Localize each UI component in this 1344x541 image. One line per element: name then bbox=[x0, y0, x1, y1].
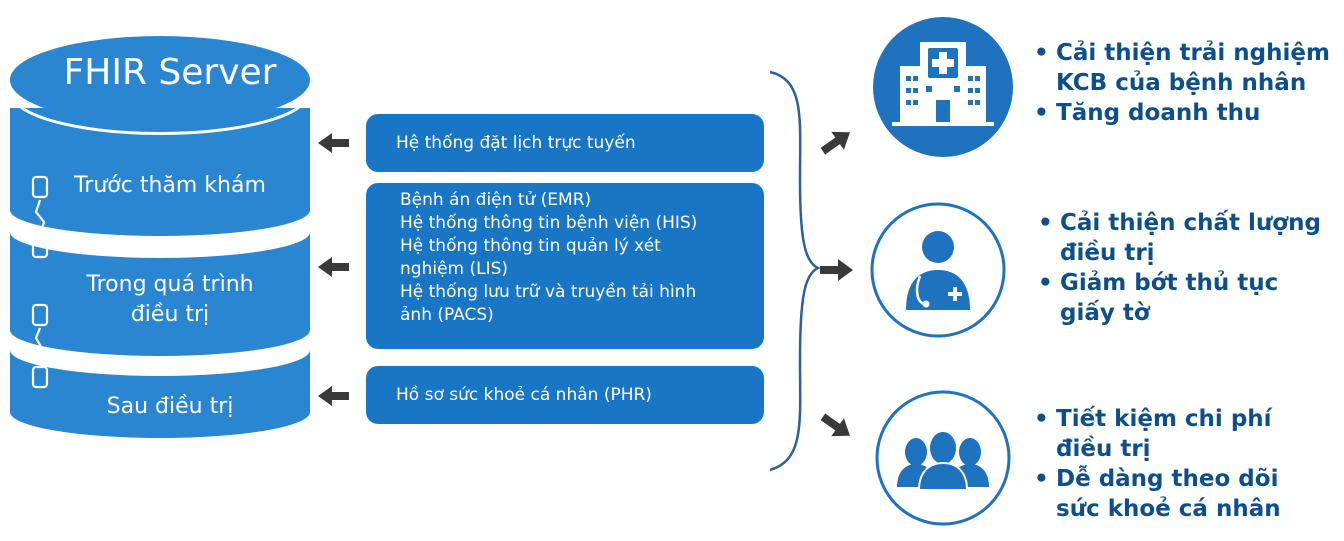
system-line-his: Hệ thống thông tin bệnh viện (HIS) bbox=[400, 213, 698, 233]
db-segment-after bbox=[10, 350, 310, 438]
system-box-clinical-systems: Bệnh án điện tử (EMR) Hệ thống thông tin… bbox=[366, 183, 764, 349]
db-segment-during bbox=[10, 232, 310, 356]
fhir-server-title: FHIR Server bbox=[63, 52, 277, 93]
system-label: Hệ thống đặt lịch trực tuyến bbox=[396, 133, 636, 153]
arrow-left-2 bbox=[318, 257, 349, 277]
benefit-list-savings: Tiết kiệm chi phí điều trị Dễ dàng theo … bbox=[1030, 404, 1344, 524]
system-line-lis-1: Hệ thống thông tin quản lý xét bbox=[400, 236, 661, 256]
benefit-circle-doctor bbox=[870, 202, 1006, 338]
arrow-right-down bbox=[820, 413, 850, 437]
benefit-item: Cải thiện chất lượng điều trị bbox=[1034, 208, 1344, 268]
right-arrows bbox=[820, 131, 853, 437]
benefit-item: Giảm bớt thủ tục giấy tờ bbox=[1034, 268, 1344, 328]
arrow-right-up bbox=[820, 131, 850, 155]
benefit-circle-hospital bbox=[873, 17, 1013, 157]
system-label: Hồ sơ sức khoẻ cá nhân (PHR) bbox=[396, 385, 652, 405]
benefit-item: Tiết kiệm chi phí điều trị bbox=[1030, 404, 1344, 464]
benefit-circle-patients bbox=[875, 390, 1011, 526]
stage-during-treatment: Trong quá trình điều trị bbox=[86, 272, 254, 327]
db-lid bbox=[10, 36, 310, 124]
chain-links bbox=[31, 175, 49, 389]
system-line-lis-2: nghiệm (LIS) bbox=[400, 259, 509, 279]
right-brace bbox=[769, 70, 821, 472]
system-line-emr: Bệnh án điện tử (EMR) bbox=[400, 190, 592, 210]
doctor-icon bbox=[906, 231, 970, 310]
arrow-left-1 bbox=[318, 133, 349, 153]
hospital-icon bbox=[892, 42, 994, 126]
arrow-left-3 bbox=[318, 386, 349, 406]
benefit-item: Cải thiện trải nghiệm KCB của bệnh nhân bbox=[1030, 38, 1344, 98]
fhir-server-database bbox=[10, 36, 310, 438]
benefit-item: Dễ dàng theo dõi sức khoẻ cá nhân bbox=[1030, 464, 1344, 524]
left-arrows bbox=[318, 133, 349, 406]
stage-after-treatment: Sau điều trị bbox=[106, 394, 234, 419]
patients-icon bbox=[897, 430, 989, 491]
benefit-list-quality: Cải thiện chất lượng điều trị Giảm bớt t… bbox=[1034, 208, 1344, 328]
system-box-phr: Hồ sơ sức khoẻ cá nhân (PHR) bbox=[366, 366, 764, 424]
stage-before-treatment: Trước thăm khám bbox=[74, 173, 266, 198]
system-line-pacs-1: Hệ thống lưu trữ và truyền tải hình bbox=[400, 282, 697, 302]
system-line-pacs-2: ảnh (PACS) bbox=[400, 305, 494, 325]
benefit-list-experience: Cải thiện trải nghiệm KCB của bệnh nhân … bbox=[1030, 38, 1344, 128]
system-box-online-booking: Hệ thống đặt lịch trực tuyến bbox=[366, 114, 764, 172]
db-segment-before bbox=[10, 108, 310, 236]
arrow-right-mid bbox=[820, 259, 853, 281]
benefit-item: Tăng doanh thu bbox=[1030, 98, 1344, 128]
